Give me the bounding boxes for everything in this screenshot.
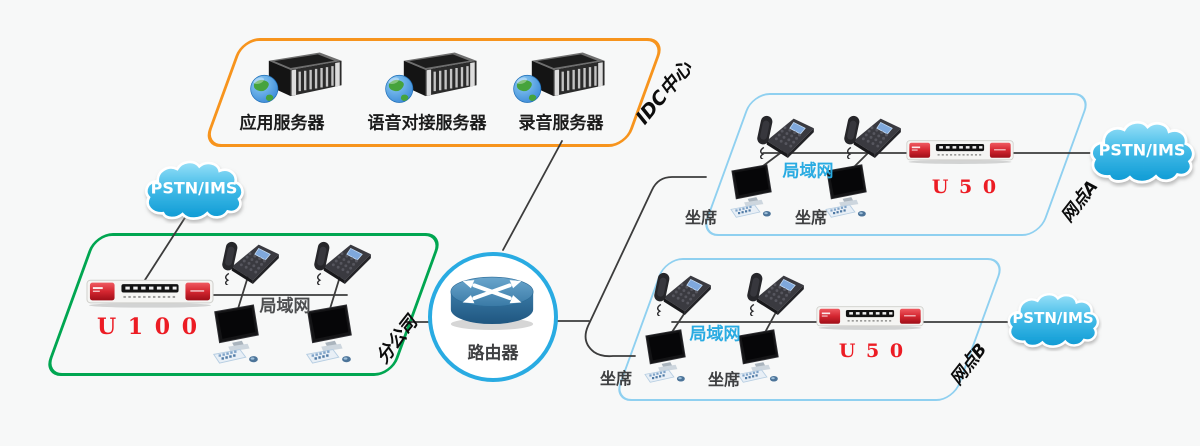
u50-label-site-a: U 5 0: [931, 176, 999, 198]
server-label-recording: 录音服务器: [518, 113, 604, 134]
router-cylinder-icon: [443, 272, 541, 333]
workstation-icon-site-a-1: [727, 163, 777, 219]
server-icon-recording: [510, 48, 610, 108]
workstation-icon-branch-1: [209, 303, 265, 365]
ip-phone-icon-site-b-1: [651, 266, 713, 316]
lan-label-site-b: 局域网: [689, 324, 741, 345]
cloud-label-branch: PSTN/IMS: [150, 178, 238, 198]
cloud-label-site-a: PSTN/IMS: [1098, 140, 1186, 160]
pstn-cloud-site-b: PSTN/IMS: [1004, 291, 1102, 353]
server-label-app: 应用服务器: [239, 113, 325, 134]
agent-label-site-b-1: 坐席: [599, 369, 633, 388]
workstation-icon-site-b-2: [734, 328, 784, 384]
server-icon-voice: [382, 48, 482, 108]
agent-label-site-b-2: 坐席: [707, 370, 741, 389]
ip-phone-icon-branch-2: [311, 235, 373, 285]
cloud-label-site-b: PSTN/IMS: [1012, 309, 1094, 328]
ip-phone-icon-branch-1: [219, 235, 281, 285]
ip-phone-icon-site-b-2: [744, 266, 806, 316]
u50-gateway-icon-site-a: [906, 139, 1014, 164]
u100-gateway-icon: [86, 278, 214, 308]
pstn-cloud-site-a: PSTN/IMS: [1086, 120, 1198, 188]
router-label: 路由器: [467, 343, 519, 364]
agent-label-site-a-2: 坐席: [794, 208, 828, 227]
ip-phone-icon-site-a-1: [754, 109, 816, 159]
workstation-icon-site-b-1: [641, 328, 691, 384]
u100-label: U 1 0 0: [96, 314, 200, 340]
link-idc-to-router: [502, 140, 563, 251]
link-site-a-site-b-trunk: [584, 176, 707, 358]
u50-gateway-icon-site-b: [816, 305, 924, 330]
lan-label-site-a: 局域网: [782, 161, 834, 182]
pstn-cloud-branch: PSTN/IMS: [141, 160, 247, 224]
agent-label-site-a-1: 坐席: [684, 208, 718, 227]
server-label-voice: 语音对接服务器: [367, 113, 487, 134]
server-icon-app: [247, 48, 347, 108]
lan-label-branch: 局域网: [259, 296, 311, 317]
u50-label-site-b: U 5 0: [838, 340, 906, 362]
ip-phone-icon-site-a-2: [841, 109, 903, 159]
link-cloud-to-u100: [142, 212, 189, 284]
